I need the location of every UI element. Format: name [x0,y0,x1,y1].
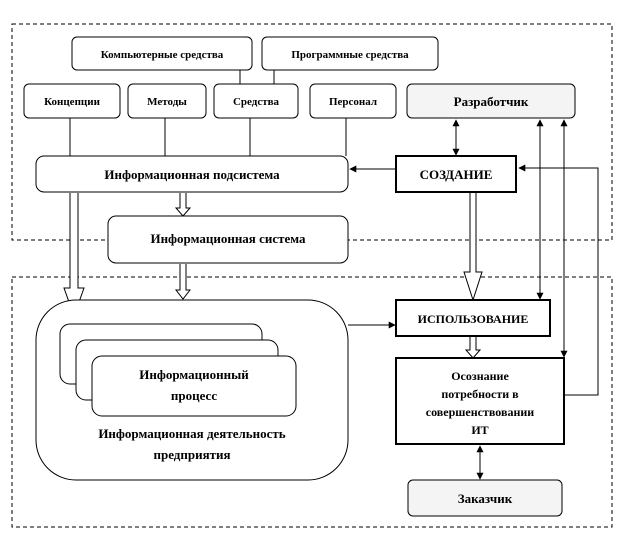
usage-to-awareness-arrow [464,337,482,359]
info-system-label: Информационная система [150,231,306,246]
subsystem-to-system-arrow [174,193,192,217]
concepts-box [23,83,121,119]
subsystem-to-process-arrow [63,193,85,318]
computer-means-box [71,36,253,71]
info-system-box [107,215,349,264]
customer-box [407,479,563,517]
developer-box [406,83,576,119]
info-process-line1: Информационный [139,367,249,382]
info-subsystem-label: Информационная подсистема [104,167,280,182]
means-label: Средства [233,96,280,108]
methods-box [127,83,207,119]
enterprise-activity-line1: Информационная деятельность [98,426,285,441]
system-to-enterprise-arrow [174,264,192,300]
customer-label: Заказчик [458,491,513,506]
need-awareness-line2: потребности в [441,387,519,401]
feedback-loop-arrow [518,164,599,396]
software-means-box [261,36,439,71]
creation-label: СОЗДАНИЕ [420,167,493,182]
usage-box [395,299,551,337]
need-awareness-line3: совершенствовании [426,405,535,419]
computer-means-label: Компьютерные средства [101,49,224,61]
software-means-label: Программные средства [291,49,409,61]
need-awareness-line4: ИТ [471,423,488,437]
creation-box [395,155,517,193]
need-awareness-line1: Осознание [451,369,509,383]
personnel-box [309,83,397,119]
info-process-line2: процесс [171,388,217,403]
usage-label: ИСПОЛЬЗОВАНИЕ [418,312,529,326]
personnel-label: Персонал [329,96,377,108]
info-subsystem-box [35,155,349,193]
lower-region-frame [11,276,613,528]
process-card-front [91,355,297,417]
means-box [213,83,299,119]
developer-label: Разработчик [454,94,529,109]
creation-to-usage-arrow [463,193,483,302]
methods-label: Методы [147,96,187,108]
need-awareness-box [395,357,565,445]
concepts-label: Концепции [44,96,101,108]
enterprise-activity-line2: предприятия [153,447,230,462]
